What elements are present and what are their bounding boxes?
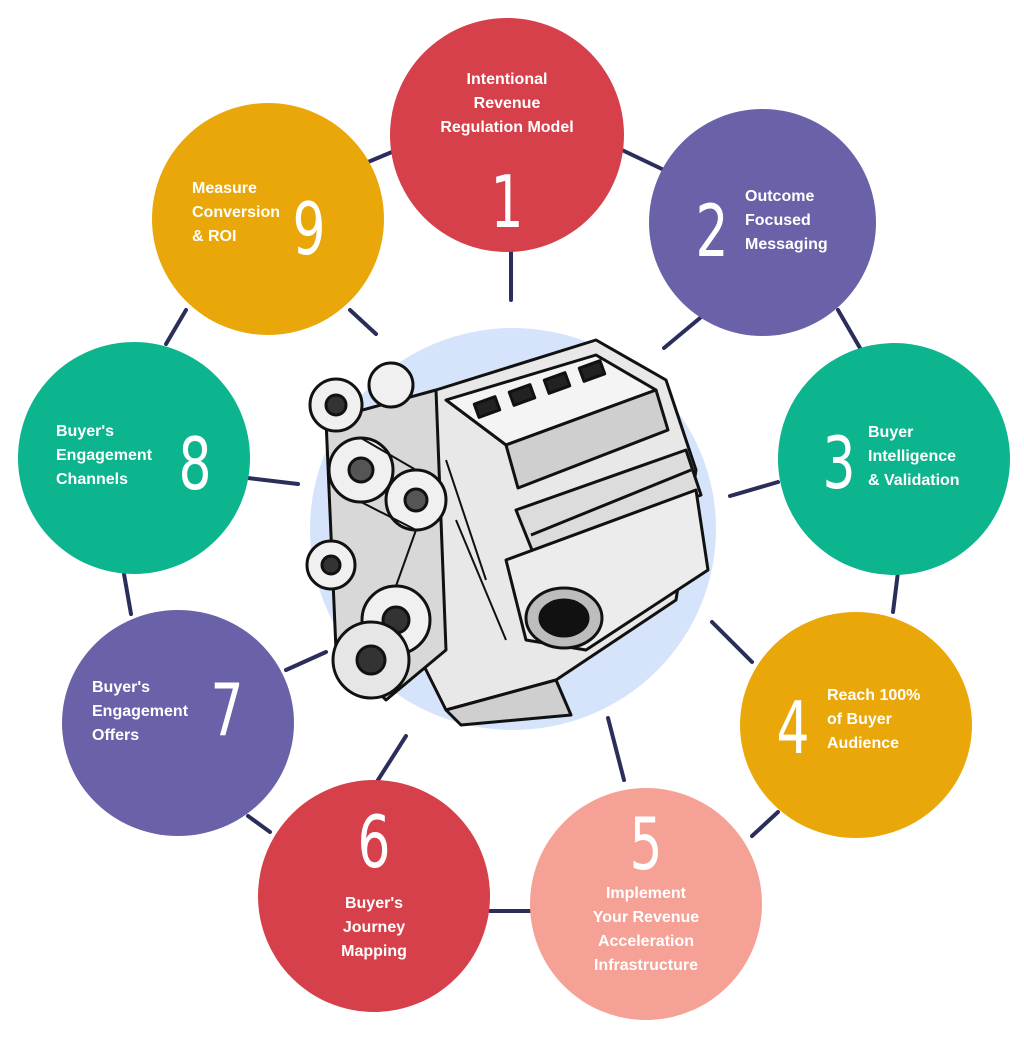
engine-icon bbox=[305, 338, 710, 727]
step-4: 4 Reach 100% of Buyer Audience bbox=[740, 612, 972, 838]
step-5-label: Implement Your Revenue Acceleration Infr… bbox=[592, 885, 700, 974]
step-7: Buyer's Engagement Offers 7 bbox=[62, 610, 294, 836]
step-3: 3 Buyer Intelligence & Validation bbox=[778, 343, 1010, 575]
step-8-label: Buyer's Engagement Channels bbox=[56, 423, 153, 488]
step-1-label: Intentional Revenue Regulation Model bbox=[440, 71, 574, 136]
link-2-3 bbox=[836, 308, 862, 350]
step-7-label: Buyer's Engagement Offers bbox=[92, 679, 189, 744]
link-8-9 bbox=[164, 308, 188, 346]
step-2-label: Outcome Focused Messaging bbox=[745, 188, 828, 253]
spoke-7 bbox=[284, 650, 328, 672]
step-6: 6 Buyer's Journey Mapping bbox=[258, 780, 490, 1012]
step-8: Buyer's Engagement Channels 8 bbox=[18, 342, 250, 574]
spoke-3 bbox=[728, 480, 780, 498]
step-9-label: Measure Conversion & ROI bbox=[192, 180, 281, 245]
outer-ring-links bbox=[122, 148, 900, 913]
step-4-label: Reach 100% of Buyer Audience bbox=[827, 687, 921, 752]
step-9: Measure Conversion & ROI 9 bbox=[152, 103, 384, 335]
spoke-2 bbox=[662, 316, 702, 350]
link-3-4 bbox=[891, 570, 900, 614]
step-9-number: 9 bbox=[292, 187, 326, 271]
step-6-label: Buyer's Journey Mapping bbox=[341, 895, 407, 960]
step-2: 2 Outcome Focused Messaging bbox=[649, 109, 876, 336]
spoke-5 bbox=[606, 716, 626, 782]
step-7-number: 7 bbox=[210, 668, 244, 752]
step-5: 5 Implement Your Revenue Acceleration In… bbox=[530, 788, 762, 1020]
spoke-8 bbox=[246, 476, 300, 486]
step-1: Intentional Revenue Regulation Model 1 bbox=[390, 18, 624, 252]
link-4-5 bbox=[750, 810, 780, 838]
spoke-4 bbox=[710, 620, 754, 664]
link-1-2 bbox=[620, 148, 666, 172]
spoke-6 bbox=[376, 734, 408, 782]
spoke-9 bbox=[348, 308, 378, 336]
spoke-links bbox=[246, 250, 780, 782]
link-9-1 bbox=[366, 150, 394, 164]
step-5-number: 5 bbox=[629, 802, 663, 886]
link-7-8 bbox=[122, 572, 133, 616]
step-4-number: 4 bbox=[776, 686, 810, 770]
step-2-number: 2 bbox=[695, 189, 729, 273]
step-3-number: 3 bbox=[822, 421, 856, 505]
step-1-number: 1 bbox=[490, 160, 524, 244]
link-6-7 bbox=[246, 814, 272, 834]
step-8-number: 8 bbox=[178, 422, 212, 506]
step-3-label: Buyer Intelligence & Validation bbox=[868, 424, 960, 489]
step-6-number: 6 bbox=[357, 800, 391, 884]
